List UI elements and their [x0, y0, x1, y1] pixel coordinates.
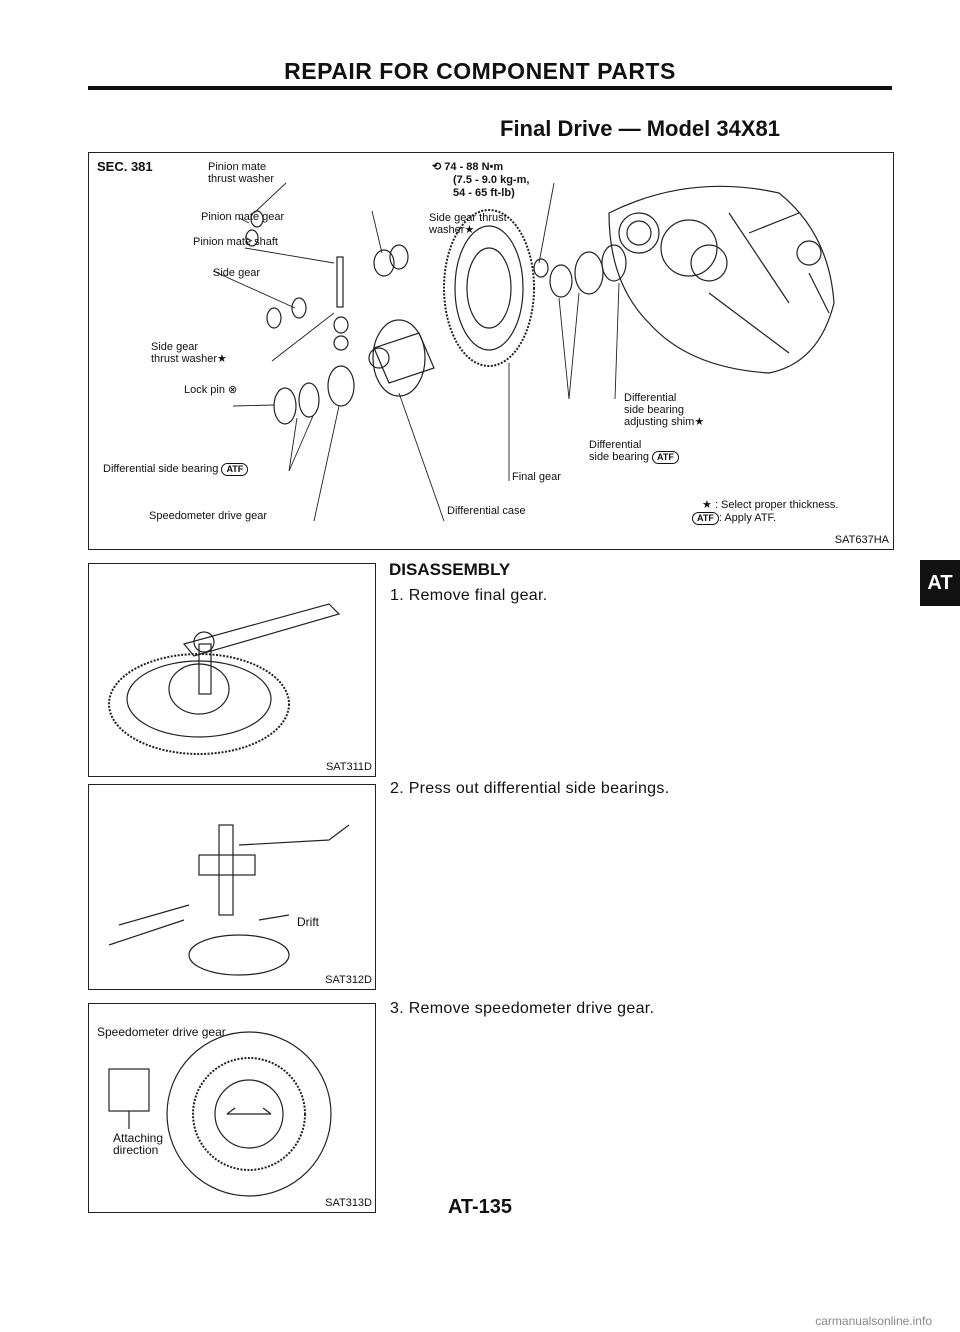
figure-press-bearings: Drift SAT312D — [88, 784, 376, 990]
torque-wrench-icon: ⟲ — [432, 161, 442, 173]
atf-badge-icon: ATF — [221, 463, 249, 476]
legend-select-thickness: ★ : Select proper thickness. — [702, 499, 839, 511]
leader-lines — [212, 182, 620, 522]
label-adjusting-shim: Differential side bearing adjusting shim… — [624, 392, 705, 428]
label-differential-case: Differential case — [447, 505, 526, 517]
exploded-diagram-drawing — [212, 182, 835, 522]
page-number: AT-135 — [447, 1196, 513, 1218]
page-header: REPAIR FOR COMPONENT PARTS — [284, 58, 676, 84]
legend-apply-atf: ATF: Apply ATF. — [692, 512, 776, 525]
label-differential-side-bearing-right: Differential side bearing ATF — [589, 439, 679, 464]
label-attaching-direction: Attaching direction — [113, 1131, 164, 1157]
label-pinion-mate-gear: Pinion mate gear — [201, 211, 285, 223]
torque-spec: ⟲ 74 - 88 N•m — [432, 161, 504, 173]
watermark: carmanualsonline.info — [815, 1314, 932, 1328]
step-1-text: 1. Remove final gear. — [390, 587, 548, 604]
section-tab: AT — [920, 560, 960, 606]
step-2-text: 2. Press out differential side bearings. — [390, 780, 670, 797]
label-speedometer-drive-gear: Speedometer drive gear — [149, 510, 268, 522]
sec-number: SEC. 381 — [97, 159, 153, 174]
figure-code-3: SAT313D — [325, 1197, 372, 1209]
label-side-gear-thrust-washer-right: Side gear thrust washer★ — [429, 212, 507, 236]
exploded-diagram: SEC. 381 Pinion mate thrust washer Pinio… — [88, 152, 894, 550]
label-side-gear-thrust-washer-left: Side gear thrust washer★ — [151, 341, 227, 365]
section-subtitle: Final Drive — Model 34X81 — [500, 116, 780, 141]
final-gear-wrench-illustration — [108, 603, 341, 755]
small-parts-drawing — [245, 210, 627, 425]
diagram-code: SAT637HA — [834, 534, 889, 546]
torque-spec-ftlb: 54 - 65 ft-lb) — [453, 187, 515, 199]
transaxle-housing-drawing — [608, 185, 835, 374]
final-gear-drawing — [443, 209, 535, 367]
header-rule — [88, 86, 892, 90]
section-heading: DISASSEMBLY — [389, 560, 511, 579]
atf-badge-icon: ATF — [692, 512, 719, 525]
label-side-gear: Side gear — [213, 267, 261, 279]
figure-remove-final-gear: SAT311D — [88, 563, 376, 777]
label-differential-side-bearing-left: Differential side bearing ATF — [103, 463, 249, 476]
label-final-gear: Final gear — [512, 471, 561, 483]
torque-spec-kgm: (7.5 - 9.0 kg-m, — [453, 174, 530, 186]
differential-case-drawing — [368, 319, 435, 397]
figure-remove-speedometer-gear: Speedometer drive gear Attaching directi… — [88, 1003, 376, 1213]
figure-code-2: SAT312D — [325, 974, 372, 986]
label-pinion-mate-thrust-washer: Pinion mate thrust washer — [208, 161, 275, 185]
figure-code-1: SAT311D — [325, 761, 372, 773]
speedometer-gear-illustration — [108, 1031, 332, 1197]
label-speedometer-drive-gear-callout: Speedometer drive gear — [97, 1025, 226, 1039]
label-drift: Drift — [297, 915, 319, 929]
lock-pin-symbol-icon: ⊗ — [228, 384, 238, 396]
label-pinion-mate-shaft: Pinion mate shaft — [193, 236, 278, 248]
bearing-puller-illustration — [108, 824, 350, 976]
step-3-text: 3. Remove speedometer drive gear. — [390, 1000, 655, 1017]
label-lock-pin: Lock pin ⊗ — [184, 384, 238, 396]
atf-badge-icon: ATF — [652, 451, 679, 464]
